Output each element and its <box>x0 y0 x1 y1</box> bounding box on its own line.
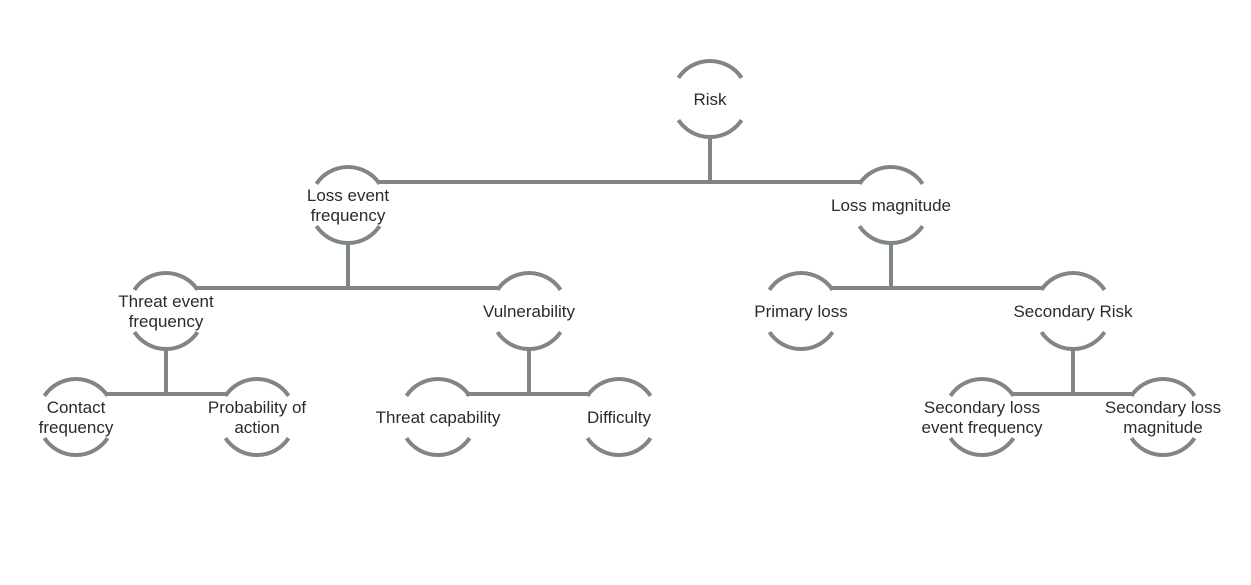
node-risk: Risk <box>676 59 744 139</box>
connector-loss-magnitude-children <box>830 244 1044 290</box>
connector-vulnerability-children <box>466 350 590 396</box>
node-arc-top <box>314 165 382 185</box>
node-difficulty: Difficulty <box>585 377 653 457</box>
node-arc-top <box>676 59 744 79</box>
node-label-line: Loss event <box>307 186 389 205</box>
node-secondary-risk: Secondary Risk <box>1013 271 1133 351</box>
node-threat-capability: Threat capability <box>376 377 501 457</box>
node-arc-top <box>495 271 563 291</box>
connector-risk-children <box>378 138 862 184</box>
node-arc-top <box>132 271 200 291</box>
node-label-line: Secondary Risk <box>1013 302 1133 321</box>
node-label-line: frequency <box>129 312 204 331</box>
connector-loss-event-frequency-children <box>196 244 500 290</box>
node-primary-loss: Primary loss <box>754 271 848 351</box>
node-label-line: Loss magnitude <box>831 196 951 215</box>
node-arc-bottom <box>948 437 1016 457</box>
node-label-line: Primary loss <box>754 302 848 321</box>
node-arc-bottom <box>42 437 110 457</box>
node-arc-bottom <box>1129 437 1197 457</box>
node-arc-top <box>857 165 925 185</box>
node-label-line: Threat event <box>118 292 214 311</box>
node-arc-bottom <box>585 437 653 457</box>
node-arc-bottom <box>223 437 291 457</box>
node-label-line: Probability of <box>208 398 307 417</box>
node-arc-bottom <box>404 437 472 457</box>
node-arc-top <box>948 377 1016 397</box>
node-arc-bottom <box>857 225 925 245</box>
node-label-line: Secondary loss <box>1105 398 1221 417</box>
node-arc-top <box>767 271 835 291</box>
node-vulnerability: Vulnerability <box>483 271 575 351</box>
node-label-line: Vulnerability <box>483 302 575 321</box>
node-arc-bottom <box>314 225 382 245</box>
node-label-line: action <box>234 418 279 437</box>
node-label-line: magnitude <box>1123 418 1202 437</box>
node-label-line: Contact <box>47 398 106 417</box>
node-arc-top <box>1039 271 1107 291</box>
connector-secondary-risk-children <box>1012 350 1134 396</box>
node-label-line: Secondary loss <box>924 398 1040 417</box>
node-arc-bottom <box>132 331 200 351</box>
node-arc-top <box>42 377 110 397</box>
node-label-line: Risk <box>693 90 727 109</box>
node-label-line: frequency <box>39 418 114 437</box>
node-arc-top <box>404 377 472 397</box>
node-loss-magnitude: Loss magnitude <box>831 165 951 245</box>
node-arc-top <box>585 377 653 397</box>
node-label-line: Difficulty <box>587 408 651 427</box>
node-arc-bottom <box>767 331 835 351</box>
node-arc-bottom <box>676 119 744 139</box>
node-label-line: frequency <box>311 206 386 225</box>
node-arc-bottom <box>1039 331 1107 351</box>
node-arc-top <box>1129 377 1197 397</box>
connector-threat-event-frequency-children <box>106 350 228 396</box>
node-arc-bottom <box>495 331 563 351</box>
node-label-line: Threat capability <box>376 408 501 427</box>
node-arc-top <box>223 377 291 397</box>
node-label-line: event frequency <box>922 418 1043 437</box>
tree-connectors <box>106 138 1134 396</box>
